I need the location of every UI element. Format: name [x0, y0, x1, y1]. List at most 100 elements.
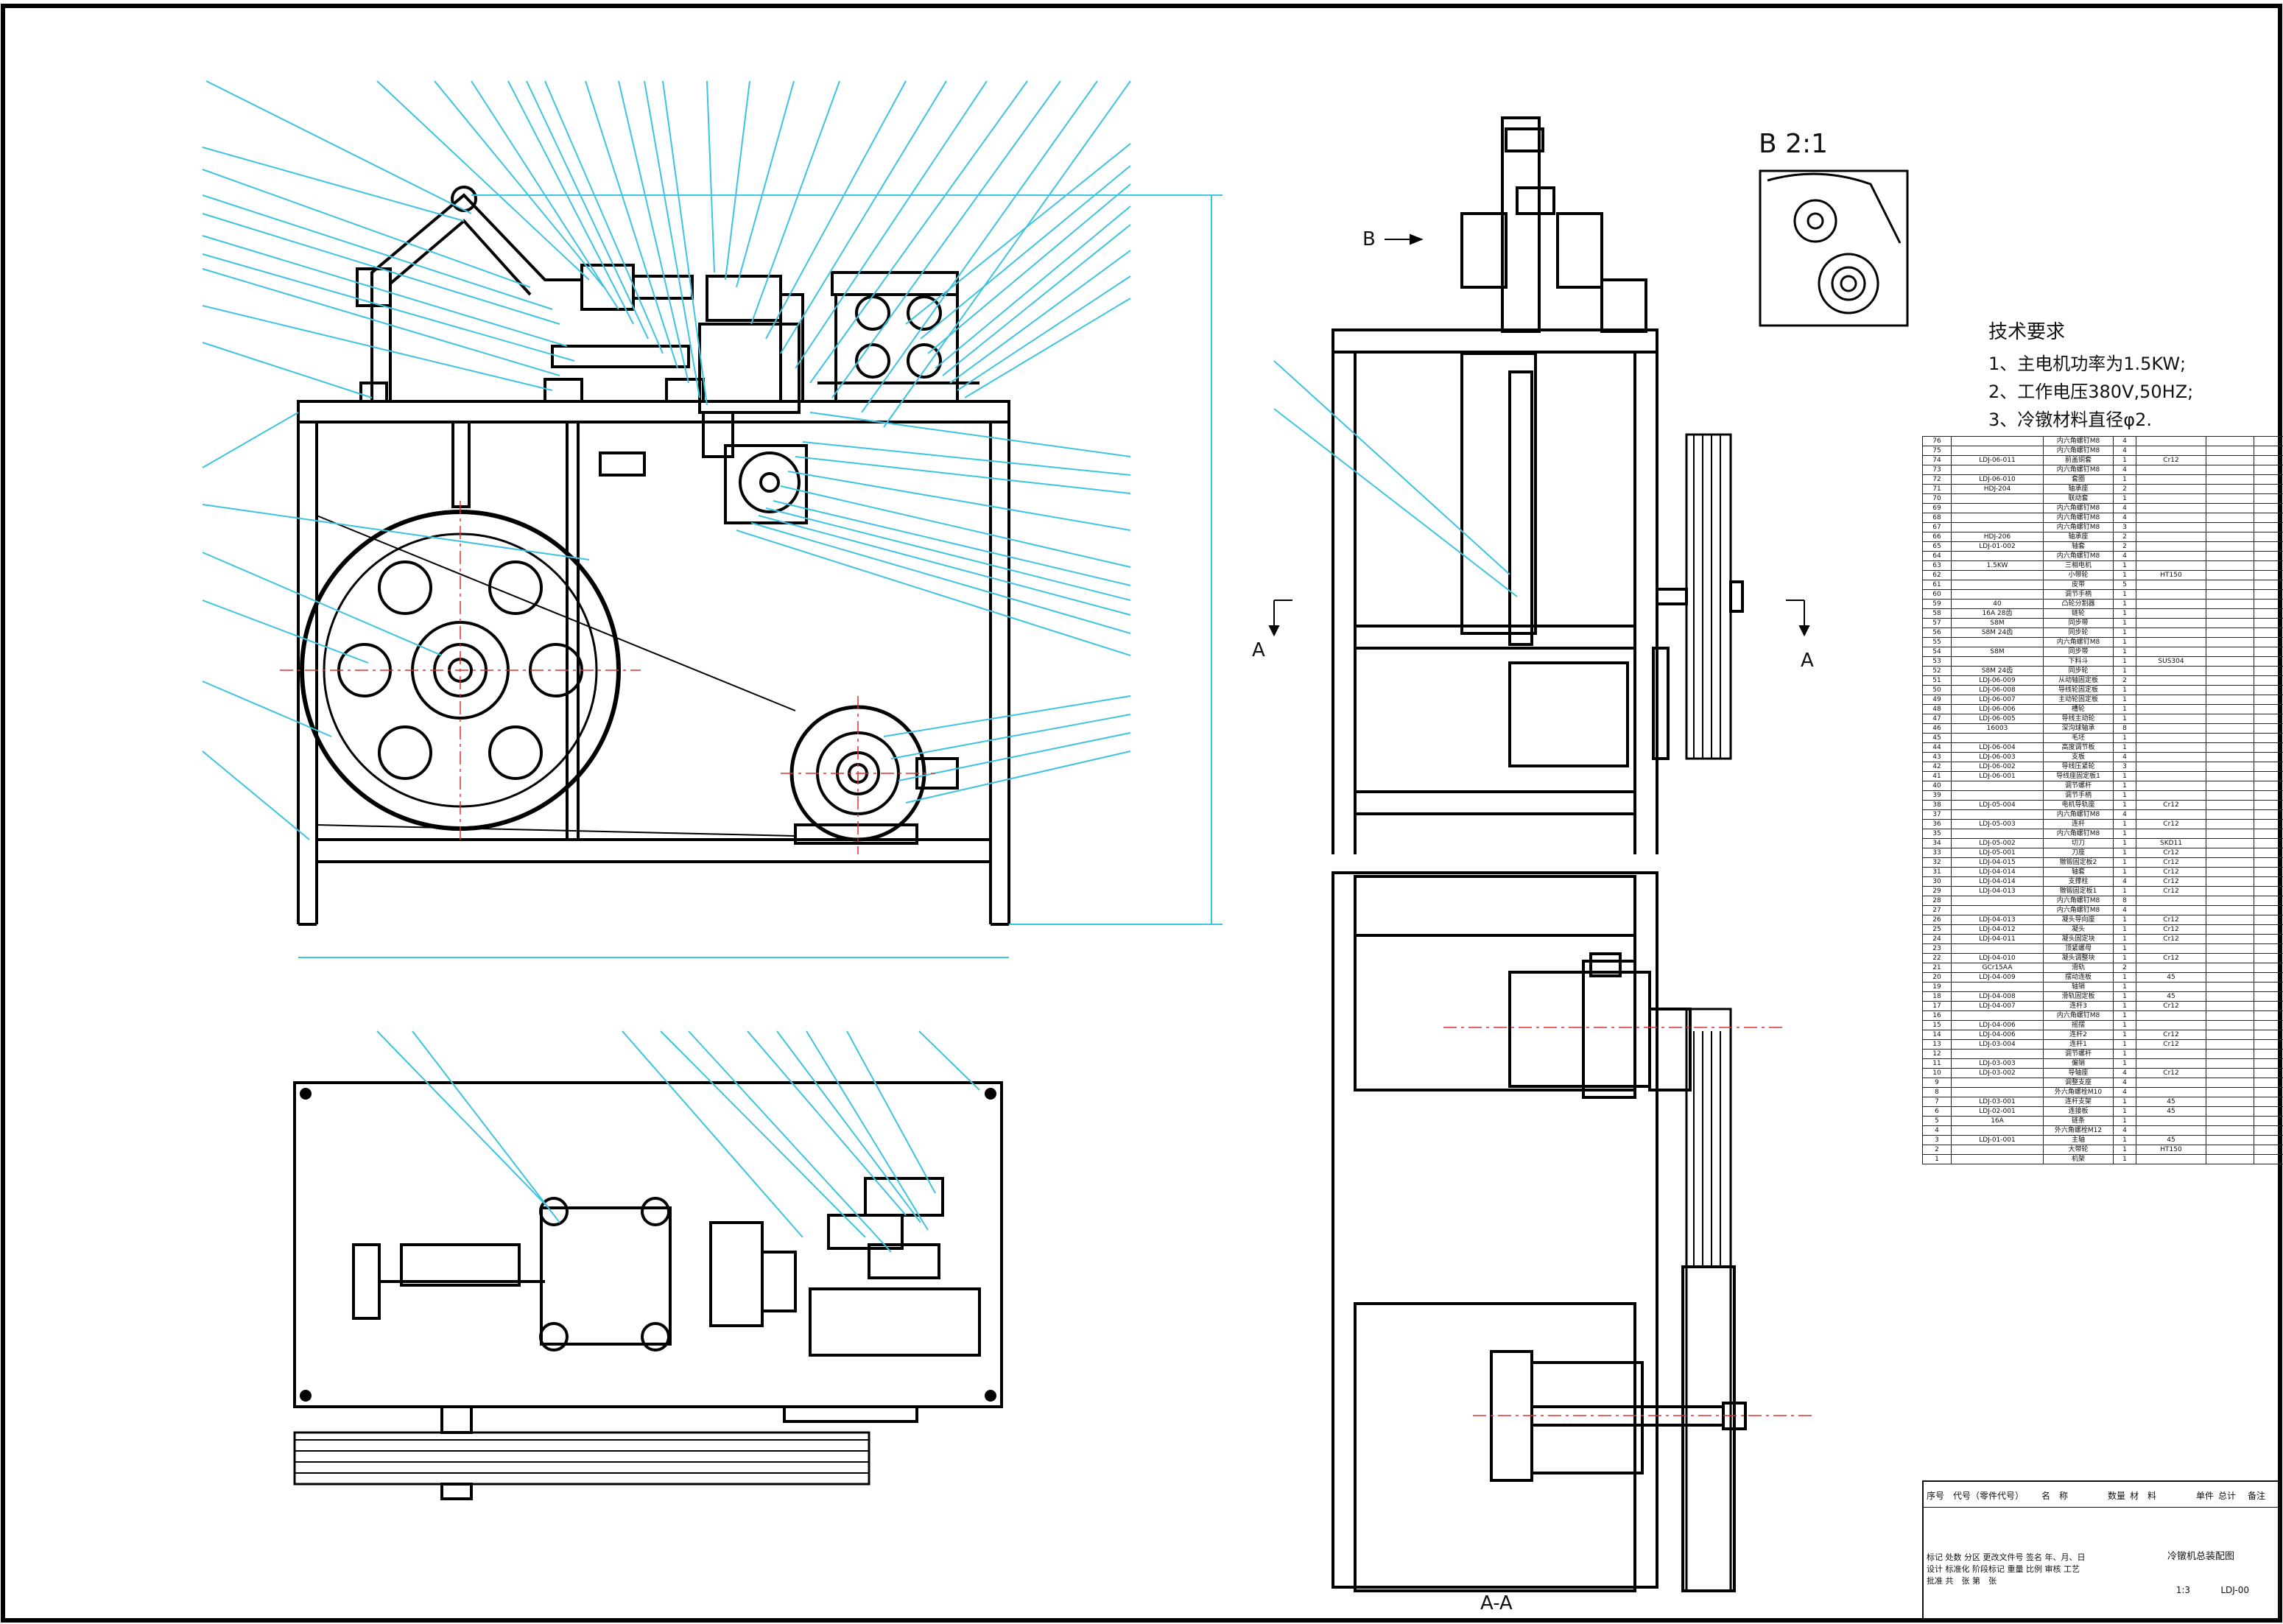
bom-cell: 22 — [1922, 953, 1952, 963]
bom-cell: 1 — [2113, 790, 2136, 801]
bom-cell: 皮带 — [2043, 580, 2114, 590]
bom-cell: LDJ-06-011 — [1951, 455, 2044, 465]
bom-cell — [2254, 733, 2283, 743]
bom-cell: LDJ-01-002 — [1951, 541, 2044, 552]
bom-cell: 49 — [1922, 695, 1952, 705]
bom-cell: 17 — [1922, 1001, 1952, 1011]
bom-cell: 内六角螺钉M8 — [2043, 809, 2114, 820]
bom-cell — [2206, 943, 2254, 954]
bom-cell: 1 — [2113, 1030, 2136, 1040]
bom-cell — [2136, 618, 2206, 628]
bom-cell — [2254, 857, 2283, 868]
bom-cell: 1 — [2113, 637, 2136, 647]
bom-cell — [2254, 513, 2283, 523]
bom-cell: 61 — [1922, 580, 1952, 590]
bom-cell: 电机导轨座 — [2043, 800, 2114, 810]
bom-cell — [2254, 905, 2283, 915]
bom-cell — [1951, 1087, 2044, 1097]
bom-cell: Cr12 — [2136, 924, 2206, 935]
bom-cell: 4 — [2113, 809, 2136, 820]
bom-cell — [2254, 1058, 2283, 1069]
bom-header-cell: 备注 — [2248, 1491, 2266, 1501]
bom-cell — [2206, 1106, 2254, 1117]
bom-cell — [2206, 1154, 2254, 1164]
bom-cell: 4 — [2113, 1087, 2136, 1097]
bom-cell: 导线压紧轮 — [2043, 762, 2114, 772]
bom-cell — [1951, 1010, 2044, 1021]
bom-cell — [2136, 666, 2206, 676]
bom-cell: 51 — [1922, 675, 1952, 686]
bom-cell: 4 — [2113, 752, 2136, 762]
bom-cell: LDJ-04-011 — [1951, 934, 2044, 944]
bom-cell — [2254, 637, 2283, 647]
bom-cell — [2206, 647, 2254, 657]
bom-cell: 切刀 — [2043, 838, 2114, 848]
bom-cell: 调节螺杆 — [2043, 1049, 2114, 1059]
bom-cell — [2136, 560, 2206, 571]
bom-cell: 58 — [1922, 608, 1952, 619]
bom-cell — [2254, 1068, 2283, 1078]
bom-cell: 支板 — [2043, 752, 2114, 762]
bom-cell: 机架 — [2043, 1154, 2114, 1164]
bom-cell: LDJ-06-007 — [1951, 695, 2044, 705]
bom-cell: 73 — [1922, 465, 1952, 475]
bom-cell: 4 — [2113, 446, 2136, 456]
bom-cell — [2254, 896, 2283, 906]
bom-cell: LDJ-04-009 — [1951, 972, 2044, 983]
bom-cell — [2136, 1049, 2206, 1059]
bom-cell — [1951, 446, 2044, 456]
bom-cell — [2254, 522, 2283, 532]
plan-view — [293, 1081, 1003, 1500]
bom-cell: 76 — [1922, 436, 1952, 446]
bom-cell: 凝头调整块 — [2043, 953, 2114, 963]
bom-cell — [2206, 809, 2254, 820]
bom-cell: 1 — [2113, 867, 2136, 877]
bom-cell: 1 — [2113, 1020, 2136, 1030]
bom-cell — [2206, 541, 2254, 552]
bom-cell — [2136, 1078, 2206, 1088]
bom-cell: LDJ-02-001 — [1951, 1106, 2044, 1117]
bom-cell — [2206, 733, 2254, 743]
bom-cell — [2254, 1116, 2283, 1126]
bom-cell: 轴销 — [2043, 982, 2114, 992]
bom-cell: LDJ-04-006 — [1951, 1020, 2044, 1030]
bom-cell: 16A — [1951, 1116, 2044, 1126]
bom-cell: 主轴 — [2043, 1135, 2114, 1145]
bom-cell — [1951, 1125, 2044, 1136]
bom-cell: LDJ-04-014 — [1951, 876, 2044, 887]
bom-cell: Cr12 — [2136, 819, 2206, 829]
bom-cell: 1 — [2113, 829, 2136, 839]
bom-cell: 1 — [2113, 1001, 2136, 1011]
bom-cell — [2206, 436, 2254, 446]
bom-cell — [2254, 752, 2283, 762]
bom-cell — [2136, 647, 2206, 657]
bom-cell: 内六角螺钉M8 — [2043, 446, 2114, 456]
bom-cell — [2254, 1154, 2283, 1164]
bom-cell: 44 — [1922, 742, 1952, 753]
bom-cell: 1 — [2113, 1145, 2136, 1155]
bom-cell — [2136, 1087, 2206, 1097]
bom-cell — [2254, 532, 2283, 542]
bom-cell: 3 — [1922, 1135, 1952, 1145]
bom-cell — [2206, 580, 2254, 590]
bom-cell — [1951, 580, 2044, 590]
bom-cell: 导线座固定板1 — [2043, 771, 2114, 781]
bom-cell — [2254, 560, 2283, 571]
bom-cell — [2206, 1030, 2254, 1040]
bom-cell: 30 — [1922, 876, 1952, 887]
bom-cell — [2206, 857, 2254, 868]
bom-header-cell: 名 称 — [2041, 1491, 2069, 1501]
bom-cell — [2206, 1145, 2254, 1155]
